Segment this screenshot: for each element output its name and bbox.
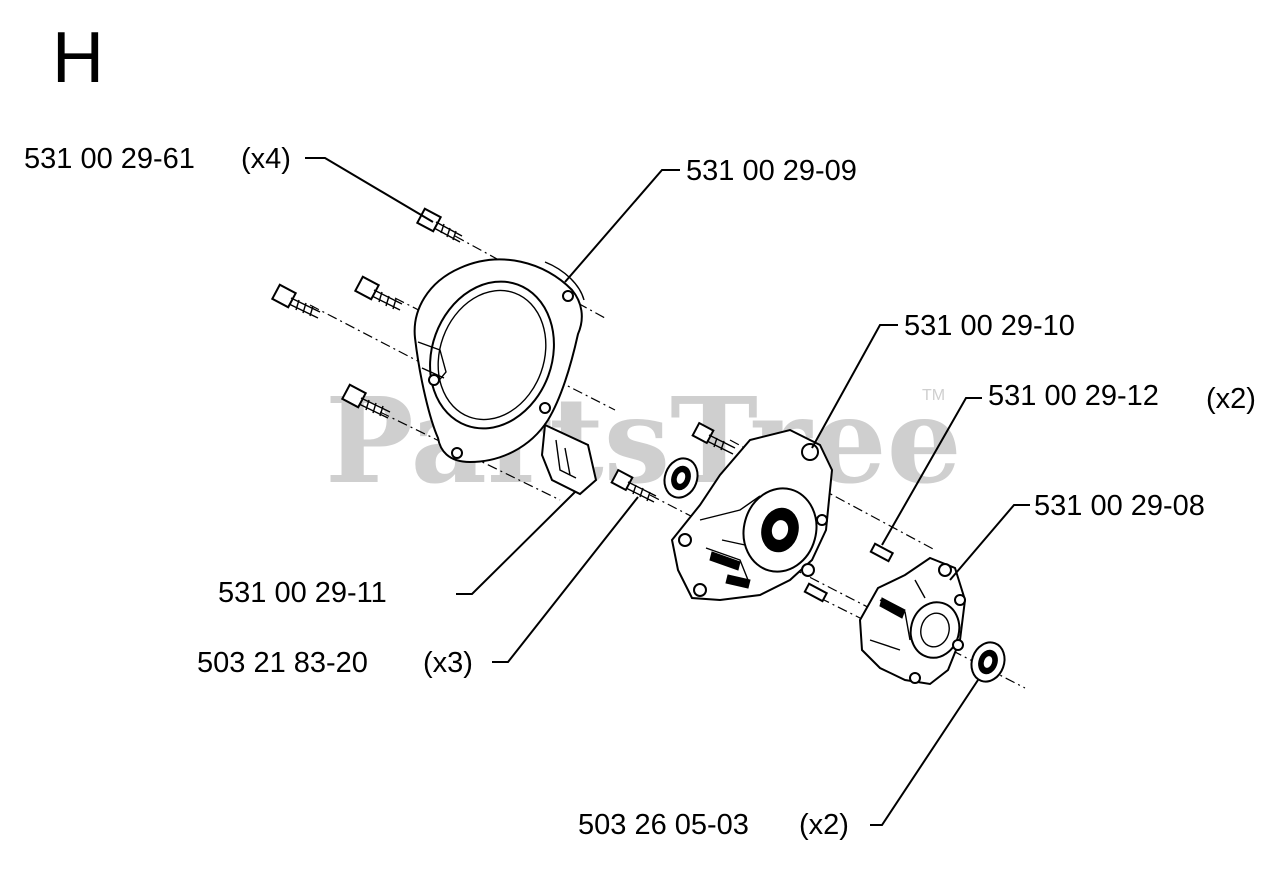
leader-lines <box>305 157 1030 826</box>
callout-531-00-29-10: 531 00 29-10 <box>904 310 1075 342</box>
watermark-trademark: TM <box>922 387 945 404</box>
callout-531-00-29-61: 531 00 29-61 (x4) <box>24 143 291 175</box>
callout-531-00-29-11: 531 00 29-11 <box>218 577 387 609</box>
callout-531-00-29-08: 531 00 29-08 <box>1034 490 1205 522</box>
crankcase-half <box>670 428 834 602</box>
part-number: 531 00 29-12 <box>988 380 1159 412</box>
part-number: 531 00 29-11 <box>218 577 387 609</box>
quantity: (x3) <box>423 647 473 679</box>
callout-531-00-29-12: 531 00 29-12 (x2) <box>988 380 1256 415</box>
part-number: 531 00 29-09 <box>686 155 857 187</box>
part-number: 531 00 29-61 <box>24 143 195 175</box>
quantity: (x2) <box>1206 383 1256 415</box>
bolt-left-upper <box>353 275 403 311</box>
part-number: 531 00 29-10 <box>904 310 1075 342</box>
screw <box>610 421 736 503</box>
bolt-left-lower <box>270 283 321 319</box>
dowel-pin-upper <box>869 542 895 563</box>
callout-503-21-83-20: 503 21 83-20 (x3) <box>197 647 473 679</box>
quantity: (x2) <box>799 809 849 841</box>
part-number: 503 26 05-03 <box>578 809 749 841</box>
part-number: 531 00 29-08 <box>1034 490 1205 522</box>
callout-503-26-05-03: 503 26 05-03 (x2) <box>578 809 849 841</box>
bolt-top <box>415 207 463 243</box>
quantity: (x4) <box>241 143 291 175</box>
part-number: 503 21 83-20 <box>197 647 368 679</box>
seal-ring-left <box>663 457 699 499</box>
dowel-pin-lower <box>803 582 829 603</box>
seal-ring-right <box>970 641 1006 683</box>
bolt-bottom <box>340 383 391 419</box>
fan-housing <box>413 258 585 464</box>
bracket <box>540 423 598 496</box>
section-letter: H <box>52 18 104 98</box>
crankcase-half-right <box>858 556 967 686</box>
callout-531-00-29-09: 531 00 29-09 <box>686 155 857 187</box>
